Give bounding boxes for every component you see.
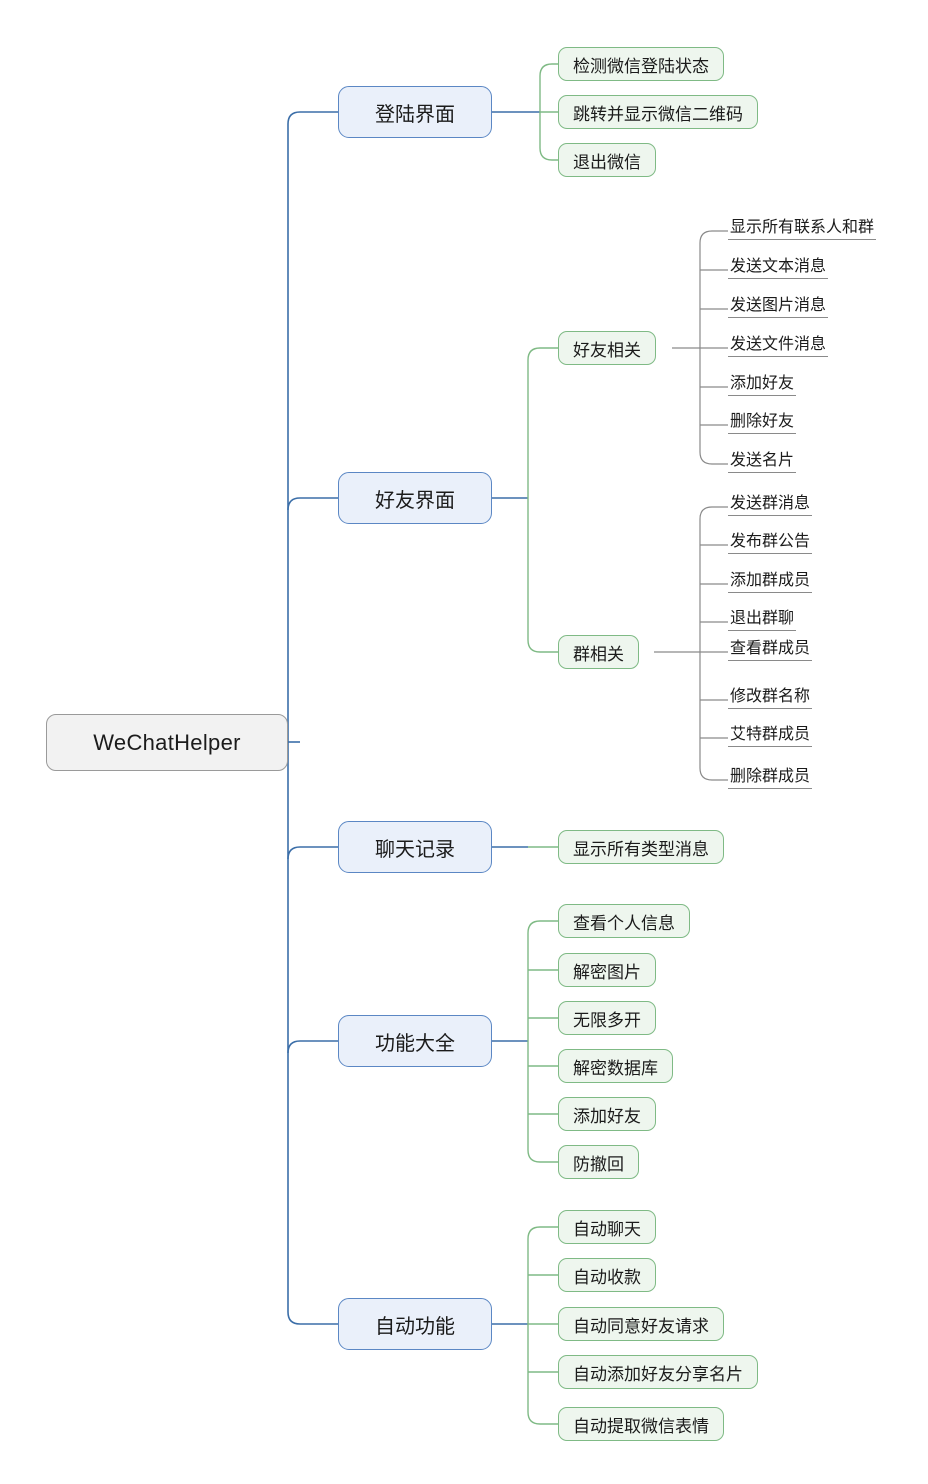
leaf-label: 显示所有类型消息 [573, 839, 709, 859]
leaf-label: 发送文件消息 [730, 335, 827, 353]
edge-trunk-to-login [287, 111, 338, 125]
leaf-label: 自动提取微信表情 [573, 1416, 709, 1436]
edge-youyou-c7 [699, 451, 728, 465]
leaf-label: 解密数据库 [573, 1058, 658, 1078]
edge-qun-c8 [699, 767, 728, 781]
branch-label: 自动功能 [375, 1315, 455, 1338]
leaf-label: 发送文本消息 [730, 257, 827, 275]
edge-trunk-to-chatlog [287, 846, 338, 860]
subbranch-node-friend-related[interactable]: 好友相关 [558, 331, 656, 365]
leaf-node-auto-3[interactable]: 自动同意好友请求 [558, 1307, 724, 1341]
leaf-label: 删除好友 [730, 412, 795, 430]
leaf-node-auto-2[interactable]: 自动收款 [558, 1258, 656, 1292]
leaf-label: 查看群成员 [730, 639, 811, 657]
leaf-node-group-6[interactable]: 修改群名称 [728, 681, 813, 709]
leaf-node-group-4[interactable]: 退出群聊 [728, 603, 797, 631]
leaf-label: 艾特群成员 [730, 725, 811, 743]
leaf-node-chatlog-1[interactable]: 显示所有类型消息 [558, 830, 724, 864]
leaf-label: 添加好友 [730, 374, 795, 392]
edge-login-to-c3 [539, 112, 558, 161]
leaf-node-group-1[interactable]: 发送群消息 [728, 488, 813, 516]
leaf-node-friend-6[interactable]: 删除好友 [728, 406, 797, 434]
leaf-node-login-1[interactable]: 检测微信登陆状态 [558, 47, 724, 81]
leaf-node-friend-1[interactable]: 显示所有联系人和群 [728, 212, 877, 240]
edge-friends-to-qun [527, 498, 558, 653]
leaf-label: 跳转并显示微信二维码 [573, 104, 743, 124]
branch-node-chatlog[interactable]: 聊天记录 [338, 821, 492, 873]
root-node[interactable]: WeChatHelper [46, 714, 288, 771]
root-node-label: WeChatHelper [93, 729, 241, 755]
leaf-node-login-2[interactable]: 跳转并显示微信二维码 [558, 95, 758, 129]
subbranch-label: 群相关 [573, 644, 624, 664]
leaf-node-auto-4[interactable]: 自动添加好友分享名片 [558, 1355, 758, 1389]
leaf-node-auto-5[interactable]: 自动提取微信表情 [558, 1407, 724, 1441]
branch-label: 登陆界面 [375, 103, 455, 126]
edge-trunk-to-auto [287, 1311, 338, 1325]
leaf-node-friend-2[interactable]: 发送文本消息 [728, 251, 829, 279]
leaf-node-group-5[interactable]: 查看群成员 [728, 633, 813, 661]
branch-label: 聊天记录 [375, 838, 455, 861]
edge-features-c1 [527, 920, 558, 934]
branch-label: 好友界面 [375, 489, 455, 512]
edge-qun-c1 [699, 506, 728, 520]
edge-auto-c1 [527, 1226, 558, 1240]
leaf-node-login-3[interactable]: 退出微信 [558, 143, 656, 177]
leaf-label: 自动收款 [573, 1267, 641, 1287]
leaf-label: 发送名片 [730, 451, 795, 469]
subbranch-label: 好友相关 [573, 340, 641, 360]
leaf-label: 退出微信 [573, 152, 641, 172]
leaf-label: 自动聊天 [573, 1219, 641, 1239]
edge-friends-to-youyou [527, 347, 558, 498]
leaf-label: 添加好友 [573, 1106, 641, 1126]
leaf-node-auto-1[interactable]: 自动聊天 [558, 1210, 656, 1244]
leaf-node-friend-4[interactable]: 发送文件消息 [728, 329, 829, 357]
leaf-node-group-3[interactable]: 添加群成员 [728, 565, 813, 593]
leaf-label: 退出群聊 [730, 609, 795, 627]
leaf-node-friend-5[interactable]: 添加好友 [728, 368, 797, 396]
leaf-node-group-7[interactable]: 艾特群成员 [728, 719, 813, 747]
branch-node-friends[interactable]: 好友界面 [338, 472, 492, 524]
leaf-node-features-5[interactable]: 添加好友 [558, 1097, 656, 1131]
branch-label: 功能大全 [375, 1032, 455, 1055]
leaf-label: 无限多开 [573, 1010, 641, 1030]
leaf-node-features-6[interactable]: 防撤回 [558, 1145, 639, 1179]
leaf-label: 解密图片 [573, 962, 641, 982]
leaf-node-friend-7[interactable]: 发送名片 [728, 445, 797, 473]
leaf-node-features-2[interactable]: 解密图片 [558, 953, 656, 987]
leaf-label: 检测微信登陆状态 [573, 56, 709, 76]
subbranch-node-group-related[interactable]: 群相关 [558, 635, 639, 669]
leaf-label: 显示所有联系人和群 [730, 218, 875, 236]
edge-auto-c5 [527, 1411, 558, 1425]
leaf-label: 查看个人信息 [573, 913, 675, 933]
leaf-label: 修改群名称 [730, 687, 811, 705]
leaf-label: 自动同意好友请求 [573, 1316, 709, 1336]
edge-login-to-c1 [539, 63, 558, 112]
leaf-label: 发送图片消息 [730, 296, 827, 314]
leaf-label: 发送群消息 [730, 494, 811, 512]
leaf-label: 添加群成员 [730, 571, 811, 589]
edge-trunk-to-features [287, 1040, 338, 1054]
edge-features-c6 [527, 1149, 558, 1163]
leaf-node-features-3[interactable]: 无限多开 [558, 1001, 656, 1035]
edge-trunk-to-friends [287, 497, 338, 511]
edge-youyou-c1 [699, 230, 728, 244]
leaf-label: 防撤回 [573, 1154, 624, 1174]
leaf-label: 删除群成员 [730, 767, 811, 785]
branch-node-auto[interactable]: 自动功能 [338, 1298, 492, 1350]
branch-node-login[interactable]: 登陆界面 [338, 86, 492, 138]
leaf-node-group-8[interactable]: 删除群成员 [728, 761, 813, 789]
leaf-label: 自动添加好友分享名片 [573, 1364, 743, 1384]
leaf-node-group-2[interactable]: 发布群公告 [728, 526, 813, 554]
leaf-node-friend-3[interactable]: 发送图片消息 [728, 290, 829, 318]
branch-node-features[interactable]: 功能大全 [338, 1015, 492, 1067]
leaf-node-features-4[interactable]: 解密数据库 [558, 1049, 673, 1083]
leaf-node-features-1[interactable]: 查看个人信息 [558, 904, 690, 938]
leaf-label: 发布群公告 [730, 532, 811, 550]
